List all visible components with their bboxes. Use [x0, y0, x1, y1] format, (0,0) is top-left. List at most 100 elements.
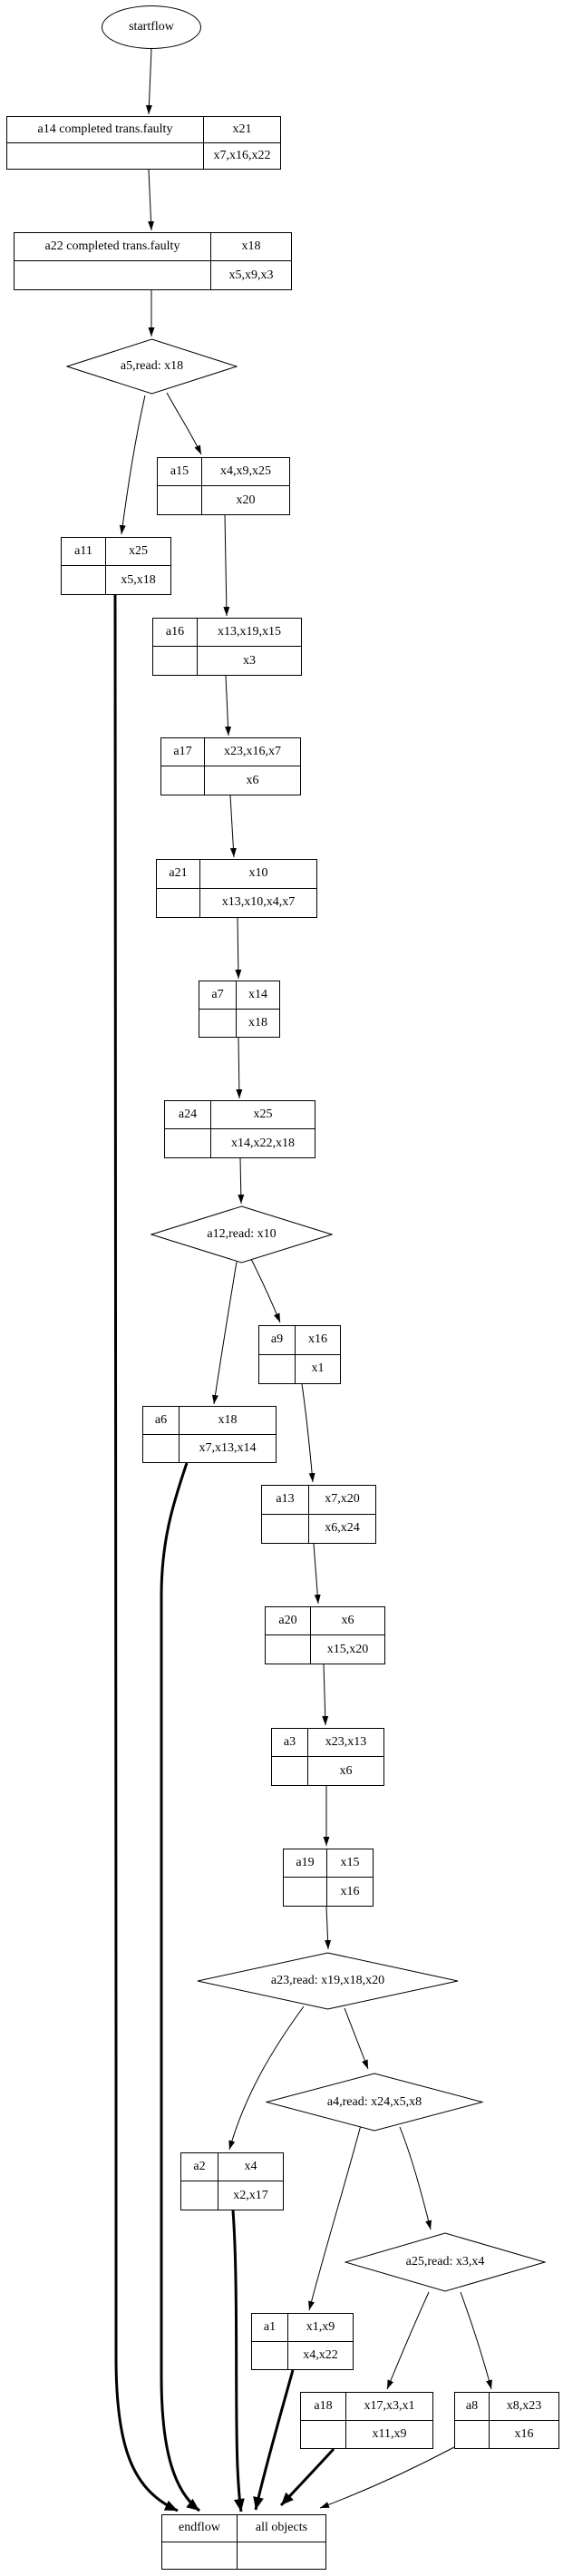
a2-bottom-value: x2,x17	[233, 2188, 268, 2202]
empty-cell	[158, 486, 202, 514]
a7-top-value: x14	[237, 981, 279, 1010]
edge-a14-a22	[148, 169, 155, 231]
a6-top-value: x18	[180, 1407, 276, 1435]
a1-label: a1	[252, 2314, 288, 2342]
edge-a8-endflow	[319, 2446, 455, 2509]
a20-bottom-value: x15,x20	[326, 1642, 369, 1656]
a1-bottom-value: x4,x22	[303, 2347, 338, 2362]
end-node: endflow all objects	[161, 2514, 326, 2570]
edge-a20-a3	[322, 1664, 329, 1726]
empty-cell	[7, 142, 204, 169]
edge-a19-a23	[325, 1906, 332, 1950]
node-a24: a24 x25 x14,x22,x18	[164, 1100, 315, 1158]
a19-top-value: x15	[327, 1849, 373, 1878]
a18-bottom-value: x11,x9	[372, 2426, 407, 2441]
node-a13: a13 x7,x20 x6,x24	[261, 1485, 376, 1544]
a8-bottom-value: x16	[514, 2426, 534, 2441]
a17-bottom-value: x6	[246, 773, 259, 787]
a7-label: a7	[199, 981, 237, 1010]
node-a7: a7 x14 x18	[199, 981, 280, 1038]
empty-cell	[199, 1009, 237, 1037]
start-node: startflow	[102, 5, 201, 49]
empty-cell	[143, 1434, 180, 1462]
a21-label: a21	[157, 860, 200, 889]
edge-a6-endflow	[160, 1462, 200, 2513]
empty-cell	[259, 1354, 296, 1383]
decision-a5-label: a5,read: x18	[120, 359, 184, 373]
node-a18: a18 x17,x3,x1 x11,x9	[300, 2392, 433, 2449]
empty-cell	[252, 2341, 288, 2369]
a11-label: a11	[62, 538, 106, 566]
a18-top-value: x17,x3,x1	[346, 2393, 432, 2421]
a13-label: a13	[262, 1486, 309, 1515]
a7-bottom-value: x18	[248, 1015, 267, 1029]
a24-label: a24	[165, 1101, 211, 1129]
empty-cell	[62, 566, 106, 594]
a13-bottom-value: x6,x24	[325, 1521, 360, 1536]
empty-cell	[157, 888, 200, 917]
a3-label: a3	[272, 1729, 308, 1757]
a11-top-value: x25	[106, 538, 170, 566]
edge-a5-a11	[119, 395, 146, 535]
node-a17: a17 x23,x16,x7 x6	[160, 737, 301, 795]
node-a8: a8 x8,x23 x16	[454, 2392, 559, 2449]
decision-a5: a5,read: x18	[66, 338, 238, 395]
edge-startflow-a14	[145, 48, 152, 115]
a3-bottom-value: x6	[339, 1763, 353, 1778]
a11-bottom-value: x5,x18	[121, 572, 156, 587]
a15-top-value: x4,x9,x25	[202, 458, 289, 486]
a15-bottom-value: x20	[236, 493, 256, 507]
a16-label: a16	[153, 619, 198, 647]
node-a14: a14 completed trans.faulty x21 x7,x16,x2…	[6, 116, 281, 170]
edge-a23-a4	[344, 2007, 369, 2070]
a16-bottom-value: x3	[243, 653, 256, 668]
edge-a17-a21	[229, 795, 237, 858]
edge-a9-a13	[301, 1383, 315, 1483]
node-a6: a6 x18 x7,x13,x14	[142, 1406, 277, 1463]
edge-a25-a8	[460, 2291, 492, 2390]
start-node-label: startflow	[129, 20, 174, 34]
decision-a4: a4,read: x24,x5,x8	[266, 2073, 483, 2132]
edge-a11-endflow	[113, 594, 179, 2513]
edge-a4-a25	[399, 2126, 432, 2230]
a9-bottom-value: x1	[311, 1361, 325, 1376]
a2-label: a2	[181, 2153, 218, 2181]
empty-cell	[284, 1878, 327, 1906]
empty-cell	[301, 2420, 346, 2448]
node-a19: a19 x15 x16	[283, 1849, 374, 1907]
a9-top-value: x16	[296, 1326, 340, 1355]
empty-cell	[266, 1635, 311, 1664]
a15-label: a15	[158, 458, 202, 486]
empty-cell	[161, 766, 205, 795]
node-a16: a16 x13,x19,x15 x3	[152, 618, 302, 676]
node-a1: a1 x1,x9 x4,x22	[251, 2313, 354, 2370]
a9-label: a9	[259, 1326, 296, 1355]
a21-top-value: x10	[200, 860, 316, 889]
empty-cell	[162, 2542, 238, 2569]
edge-a2-endflow	[231, 2210, 245, 2513]
a22-top-value: x18	[211, 233, 291, 261]
a8-top-value: x8,x23	[490, 2393, 558, 2421]
a22-label: a22 completed trans.faulty	[15, 233, 211, 261]
edge-a15-a16	[223, 514, 230, 617]
decision-a23: a23,read: x19,x18,x20	[197, 1952, 459, 2010]
edge-a16-a17	[225, 675, 232, 737]
a20-top-value: x6	[311, 1607, 384, 1635]
a20-label: a20	[266, 1607, 311, 1635]
a24-bottom-value: x14,x22,x18	[231, 1136, 295, 1150]
decision-a12: a12,read: x10	[150, 1205, 333, 1264]
node-a9: a9 x16 x1	[258, 1325, 341, 1384]
decision-a25: a25,read: x3,x4	[345, 2232, 546, 2292]
node-a3: a3 x23,x13 x6	[271, 1728, 384, 1786]
a6-bottom-value: x7,x13,x14	[199, 1440, 257, 1455]
a3-top-value: x23,x13	[308, 1729, 383, 1757]
decision-a25-label: a25,read: x3,x4	[405, 2255, 485, 2269]
empty-cell	[181, 2181, 218, 2210]
a16-top-value: x13,x19,x15	[198, 619, 301, 647]
empty-cell	[262, 1514, 309, 1543]
a2-top-value: x4	[218, 2153, 283, 2181]
edge-a7-a24	[236, 1037, 243, 1099]
a22-bottom-value: x5,x9,x3	[228, 268, 274, 282]
a19-label: a19	[284, 1849, 327, 1878]
